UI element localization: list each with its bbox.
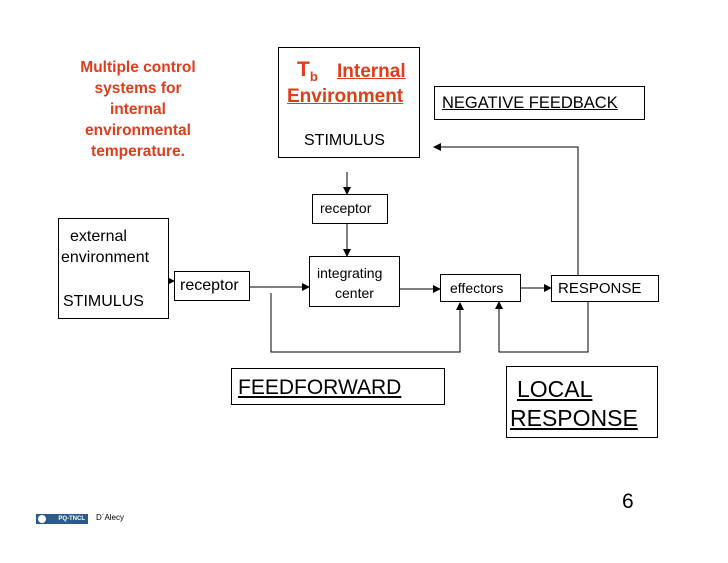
center-label: center (335, 285, 374, 301)
integrating-center-box: integrating center (309, 256, 400, 307)
tb-subscript: b (309, 69, 318, 85)
diagram-title: Multiple control systems for internal en… (58, 57, 218, 162)
local-response-loop (495, 301, 589, 353)
integrating-label: integrating (317, 265, 383, 281)
page-number: 6 (622, 490, 634, 513)
environment-ext-label: environment (61, 249, 150, 266)
negative-feedback-box: NEGATIVE FEEDBACK (434, 86, 645, 120)
author-label: D´Alecy (96, 513, 125, 522)
receptor-left-label: receptor (180, 277, 239, 294)
local-label: LOCAL (517, 376, 593, 402)
institution-logo: PQ-TNCL (36, 514, 88, 524)
external-stimulus-label: STIMULUS (63, 293, 144, 310)
receptor-left-box: receptor (174, 271, 250, 301)
logo-emblem-icon (38, 515, 46, 523)
response-box: RESPONSE (551, 275, 659, 302)
local-response-label: RESPONSE (510, 405, 638, 431)
response-label: RESPONSE (558, 280, 642, 297)
negative-feedback-loop (433, 143, 579, 275)
tb-label: Tb (297, 58, 318, 84)
internal-label: Internal (337, 61, 406, 82)
title-line-4: environmental (85, 122, 191, 139)
feedforward-loop (270, 293, 464, 353)
logo-text: PQ-TNCL (58, 516, 85, 522)
external-label: external (70, 228, 127, 245)
local-response-box: LOCAL RESPONSE (506, 366, 658, 438)
feedforward-label: FEEDFORWARD (238, 376, 402, 399)
internal-stimulus-label: STIMULUS (304, 132, 385, 149)
tb-symbol: T (297, 58, 310, 81)
external-environment-box: external environment STIMULUS (58, 218, 169, 319)
environment-label: Environment (287, 86, 404, 107)
negative-feedback-label: NEGATIVE FEEDBACK (442, 94, 618, 112)
receptor-top-box: receptor (312, 194, 388, 224)
title-line-3: internal (110, 101, 166, 118)
effectors-label: effectors (450, 280, 504, 296)
feedforward-box: FEEDFORWARD (231, 368, 445, 405)
effectors-box: effectors (440, 274, 521, 302)
title-line-1: Multiple control (80, 59, 196, 76)
title-line-5: temperature. (91, 143, 185, 160)
internal-environment-box: Tb Internal Environment STIMULUS (278, 47, 420, 158)
title-line-2: systems for (94, 80, 182, 97)
receptor-top-label: receptor (320, 200, 372, 216)
